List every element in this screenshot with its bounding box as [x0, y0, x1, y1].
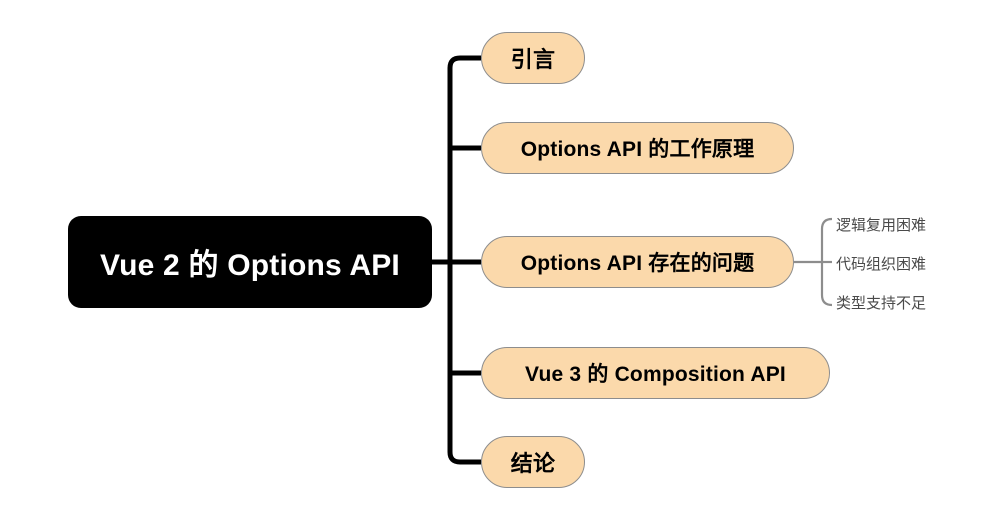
branch-node-how-options-api-works[interactable]: Options API 的工作原理: [481, 122, 794, 174]
leaf-item-label: 逻辑复用困难: [836, 217, 927, 234]
branch-node-label: Options API 存在的问题: [520, 252, 755, 275]
branch-node-label: 引言: [510, 47, 556, 72]
leaf-item-label: 代码组织困难: [836, 256, 927, 273]
leaf-item-label: 类型支持不足: [836, 295, 927, 312]
branch-node-introduction[interactable]: 引言: [481, 32, 585, 84]
branch-node-label: Vue 3 的 Composition API: [525, 363, 786, 386]
branch-node-label: Options API 的工作原理: [520, 138, 755, 161]
connector-branch-1: [447, 55, 481, 69]
branch-node-options-api-problems[interactable]: Options API 存在的问题: [481, 236, 794, 288]
branch-node-label: 结论: [510, 451, 556, 476]
root-node[interactable]: Vue 2 的 Options API: [68, 216, 432, 308]
branch-node-composition-api[interactable]: Vue 3 的 Composition API: [481, 347, 830, 399]
leaf-item-code-organization[interactable]: 代码组织困难: [836, 253, 926, 274]
connector-branch-5: [447, 451, 481, 465]
branch-node-conclusion[interactable]: 结论: [481, 436, 585, 488]
leaf-item-logic-reuse[interactable]: 逻辑复用困难: [836, 214, 926, 235]
leaf-item-type-support[interactable]: 类型支持不足: [836, 292, 926, 313]
root-node-label: Vue 2 的 Options API: [100, 249, 400, 282]
